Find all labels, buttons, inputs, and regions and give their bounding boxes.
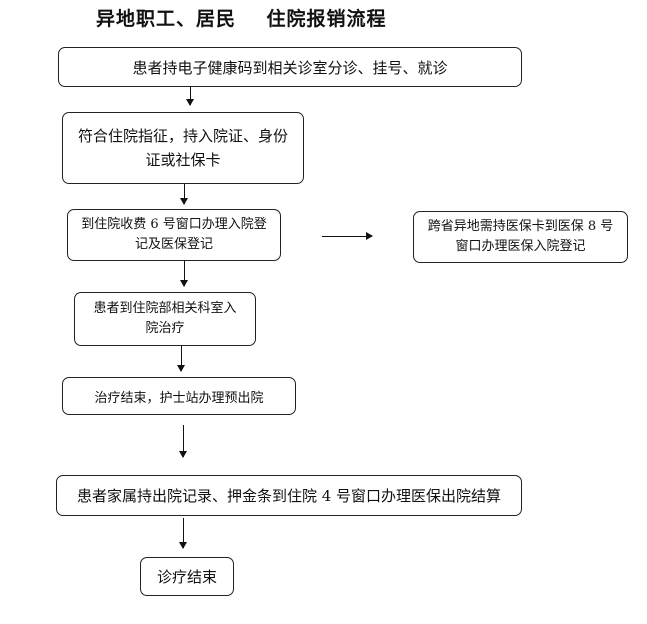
arrow-1-2 <box>186 87 194 106</box>
step-5-box: 治疗结束，护士站办理预出院 <box>62 377 296 415</box>
arrow-5-6 <box>179 425 187 458</box>
step-4-text: 患者到住院部相关科室入院治疗 <box>93 301 237 336</box>
step-6-text: 患者家属持出院记录、押金条到住院 4 号窗口办理医保出院结算 <box>76 487 502 505</box>
step-2-text: 符合住院指征，持入院证、身份证或社保卡 <box>77 127 288 169</box>
diagram-title: 异地职工、居民 住院报销流程 <box>96 8 387 30</box>
step-2-box: 符合住院指征，持入院证、身份证或社保卡 <box>62 112 304 184</box>
arrow-6-7 <box>179 518 187 549</box>
step-3-text: 到住院收费 6 号窗口办理入院登记及医保登记 <box>81 217 267 252</box>
step-1-text: 患者持电子健康码到相关诊室分诊、挂号、就诊 <box>132 58 448 77</box>
arrow-2-3 <box>180 184 188 205</box>
step-5-text: 治疗结束，护士站办理预出院 <box>94 390 264 406</box>
arrow-3-4 <box>180 261 188 287</box>
arrow-3-branch <box>322 232 373 240</box>
step-3-branch-text: 跨省异地需持医保卡到医保 8 号窗口办理医保入院登记 <box>427 219 614 254</box>
step-3-branch-box: 跨省异地需持医保卡到医保 8 号窗口办理医保入院登记 <box>413 211 628 263</box>
step-1-box: 患者持电子健康码到相关诊室分诊、挂号、就诊 <box>58 47 522 87</box>
step-3-box: 到住院收费 6 号窗口办理入院登记及医保登记 <box>67 209 281 261</box>
arrow-4-5 <box>177 346 185 372</box>
step-6-box: 患者家属持出院记录、押金条到住院 4 号窗口办理医保出院结算 <box>56 475 522 516</box>
step-7-box: 诊疗结束 <box>140 557 234 596</box>
step-7-text: 诊疗结束 <box>156 568 217 586</box>
step-4-box: 患者到住院部相关科室入院治疗 <box>74 292 256 346</box>
